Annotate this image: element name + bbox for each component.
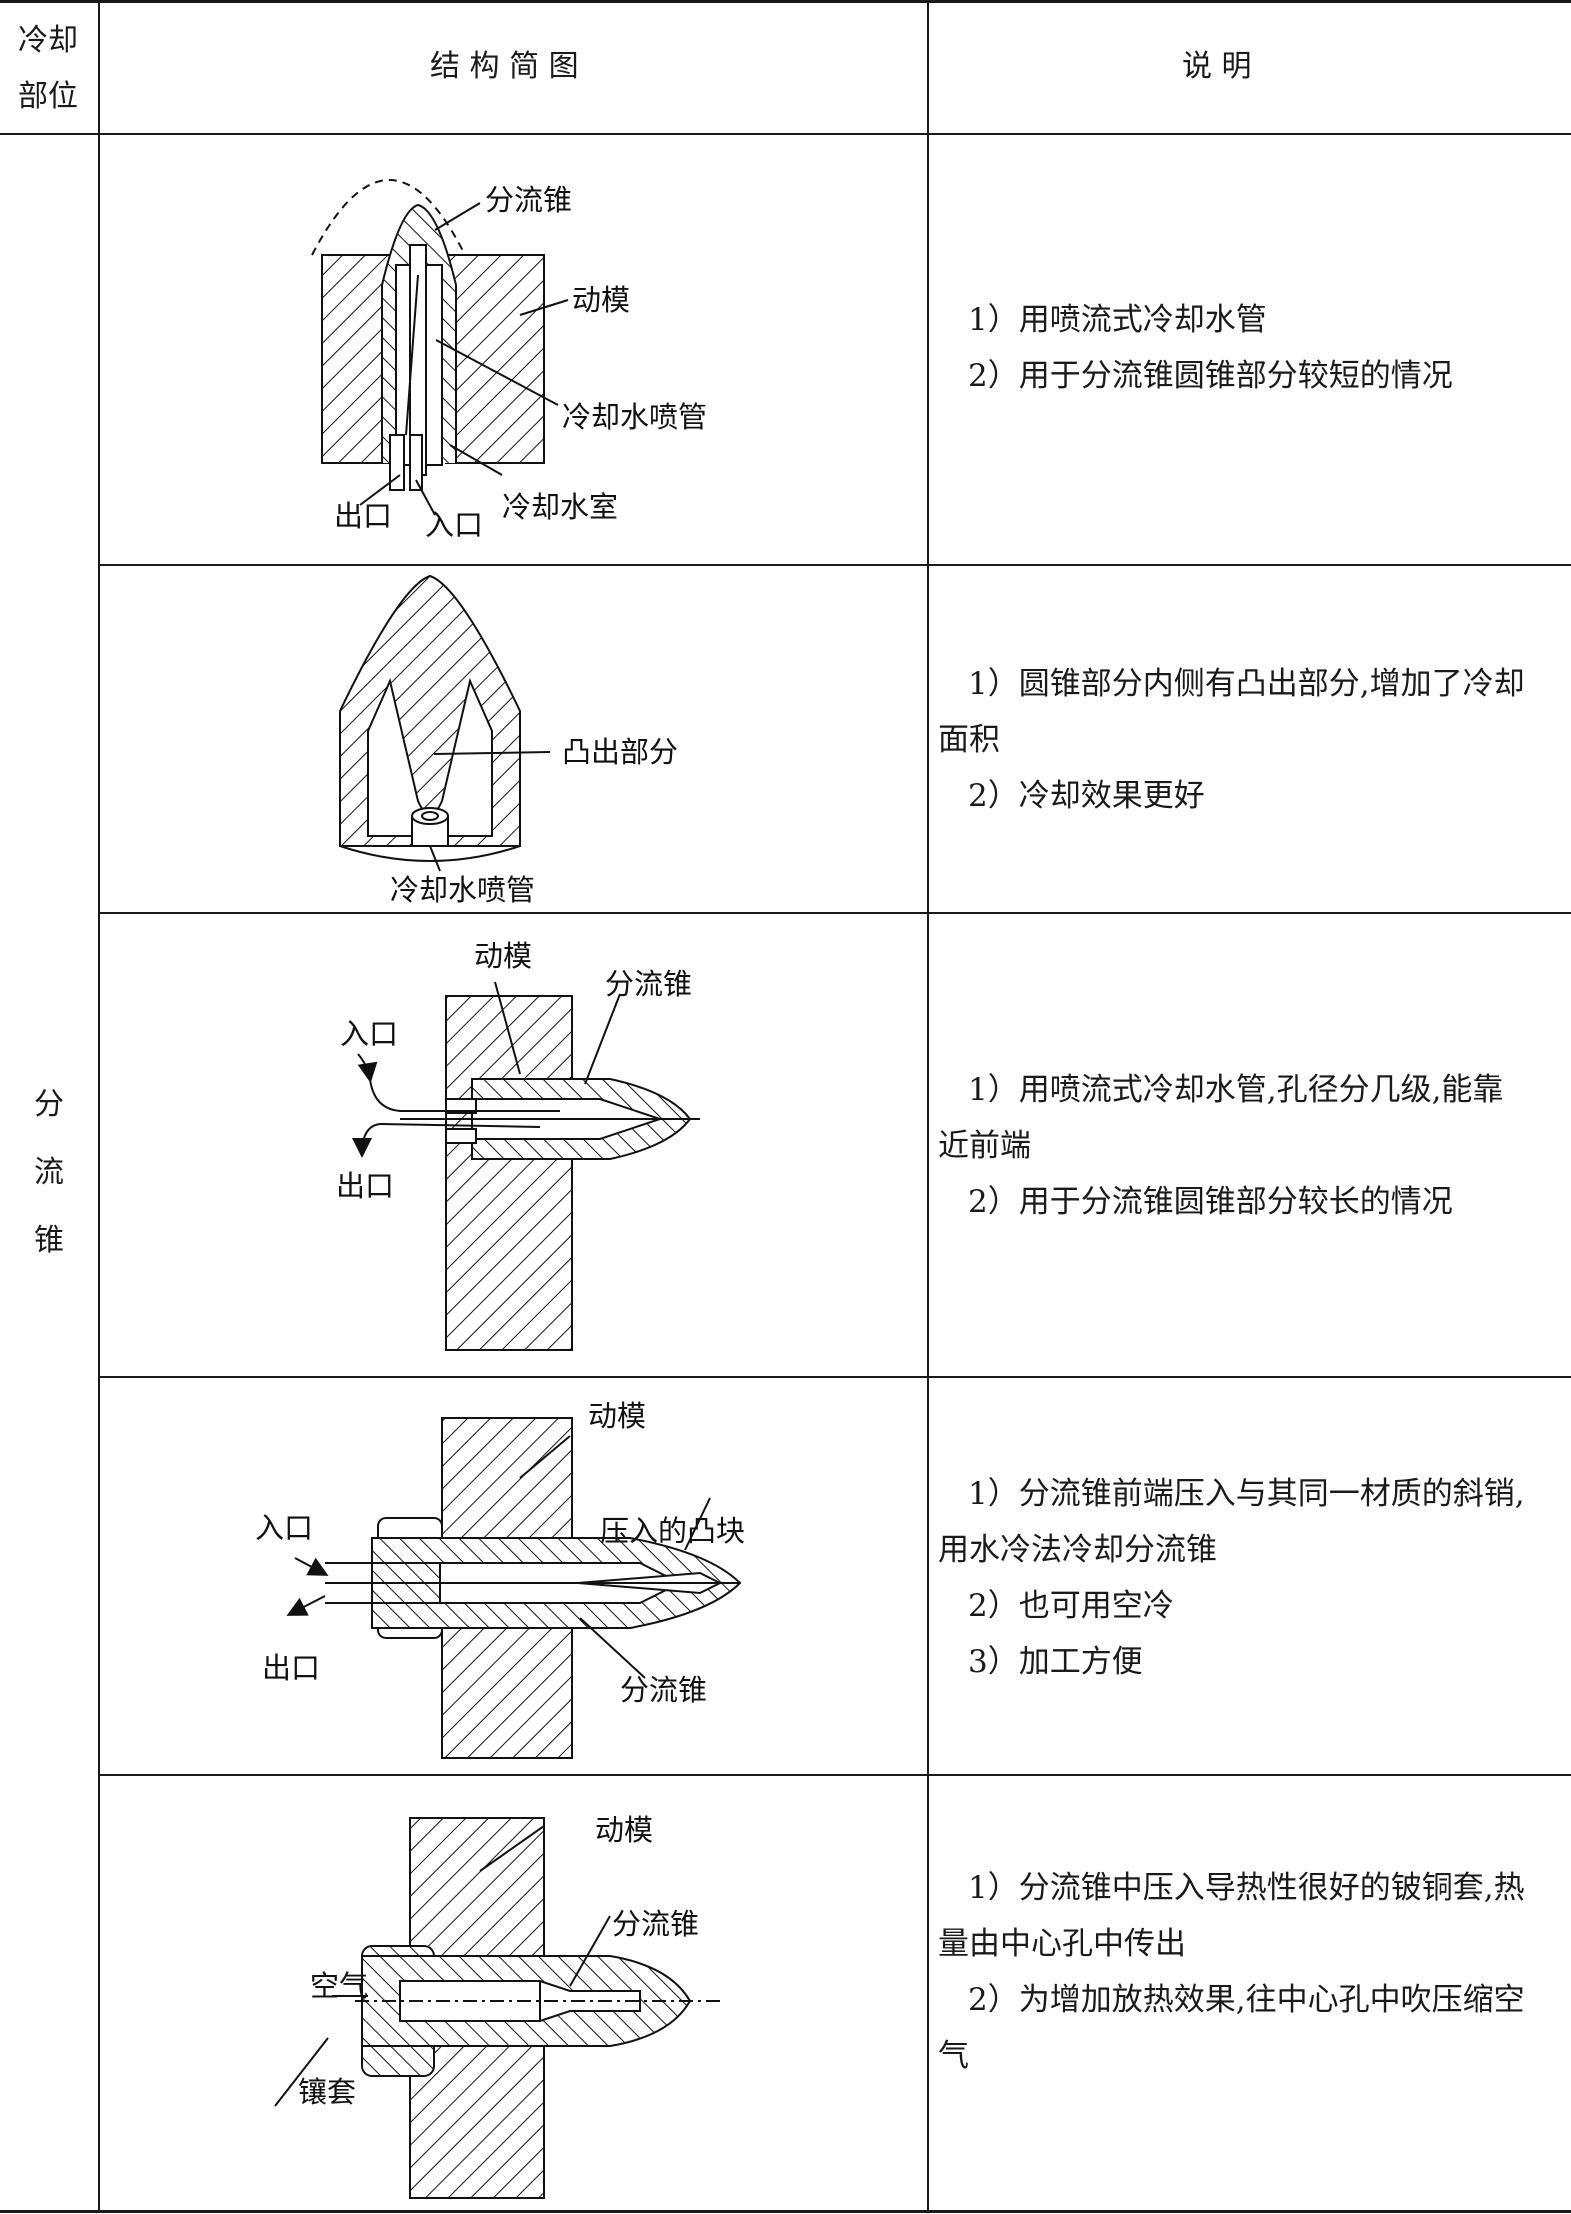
row-divider-2 (98, 912, 1571, 914)
col-divider-2 (927, 0, 929, 2213)
description-row1: 1）用喷流式冷却水管 2）用于分流锥圆锥部分较短的情况 (938, 292, 1566, 404)
description-line: 1）用喷流式冷却水管 (968, 302, 1267, 338)
description-line: 1）分流锥中压入导热性很好的铍铜套,热 (968, 1870, 1525, 1906)
label-outlet: 出口 (334, 499, 392, 533)
section-label-char3: 锥 (34, 1223, 64, 1258)
header-bottom-border (0, 133, 1571, 135)
diagram-row3: 动模 入口 分流锥 出口 (336, 939, 700, 1351)
description-line: 2）用于分流锥圆锥部分较长的情况 (968, 1184, 1453, 1220)
label-air: 空气 (310, 1969, 368, 2003)
header-cooling-part-line1: 冷却 (18, 23, 78, 58)
label-outlet: 出口 (336, 1169, 394, 1203)
table-bottom-border (0, 2210, 1571, 2213)
header-cooling-part-line2: 部位 (18, 79, 78, 114)
col-divider-1 (98, 0, 100, 2213)
label-inlet: 入口 (425, 508, 483, 542)
label-moving-mold: 动模 (588, 1399, 646, 1433)
label-cooling-spray-pipe: 冷却水喷管 (562, 400, 707, 434)
description-row2: 1）圆锥部分内侧有凸出部分,增加了冷却 面积 2）冷却效果更好 (938, 656, 1566, 824)
diagram-row4: 动模 入口 压入的凸块 出口 分流锥 (255, 1399, 745, 1759)
section-label-char2: 流 (34, 1155, 64, 1190)
row-divider-1 (98, 564, 1571, 566)
description-line: 气 (938, 2038, 969, 2074)
description-line: 面积 (938, 722, 1000, 758)
description-row3: 1）用喷流式冷却水管,孔径分几级,能靠 近前端 2）用于分流锥圆锥部分较长的情况 (938, 1062, 1566, 1230)
label-inlet: 入口 (255, 1511, 313, 1545)
label-cooling-spray-pipe: 冷却水喷管 (390, 873, 535, 907)
header-structure-diagram: 结 构 简 图 (430, 49, 579, 84)
label-protrusion: 凸出部分 (562, 735, 678, 769)
label-moving-mold: 动模 (572, 283, 630, 317)
label-diverter-cone: 分流锥 (485, 183, 572, 217)
label-diverter-cone: 分流锥 (612, 1907, 699, 1941)
label-inlet: 入口 (340, 1017, 398, 1051)
description-line: 2）为增加放热效果,往中心孔中吹压缩空 (968, 1982, 1525, 2018)
description-line: 2）用于分流锥圆锥部分较短的情况 (968, 358, 1453, 394)
description-row4: 1）分流锥前端压入与其同一材质的斜销, 用水冷法冷却分流锥 2）也可用空冷 3）… (938, 1466, 1566, 1690)
description-line: 1）圆锥部分内侧有凸出部分,增加了冷却 (968, 666, 1525, 702)
description-line: 量由中心孔中传出 (938, 1926, 1186, 1962)
diagram-row5: 动模 分流锥 空气 镶套 (274, 1813, 720, 2199)
row-divider-4 (98, 1774, 1571, 1776)
description-line: 用水冷法冷却分流锥 (938, 1532, 1217, 1568)
section-label-char1: 分 (34, 1087, 64, 1122)
description-line: 2）也可用空冷 (968, 1588, 1174, 1624)
description-row5: 1）分流锥中压入导热性很好的铍铜套,热 量由中心孔中传出 2）为增加放热效果,往… (938, 1860, 1566, 2084)
diagram-row2: 凸出部分 冷却水喷管 (339, 574, 678, 907)
label-moving-mold: 动模 (474, 939, 532, 973)
label-cooling-water-chamber: 冷却水室 (502, 490, 618, 524)
description-line: 2）冷却效果更好 (968, 778, 1205, 814)
label-pressed-block: 压入的凸块 (600, 1514, 745, 1548)
description-line: 3）加工方便 (968, 1644, 1143, 1680)
description-line: 1）分流锥前端压入与其同一材质的斜销, (968, 1476, 1525, 1512)
header-description: 说 明 (1182, 49, 1252, 84)
description-line: 1）用喷流式冷却水管,孔径分几级,能靠 (968, 1072, 1504, 1108)
diagram-row1: 分流锥 动模 冷却水喷管 出口 入口 冷却水室 (311, 179, 707, 542)
label-moving-mold: 动模 (595, 1813, 653, 1847)
description-line: 近前端 (938, 1128, 1031, 1164)
label-outlet: 出口 (262, 1651, 320, 1685)
row-divider-3 (98, 1376, 1571, 1378)
label-insert-sleeve: 镶套 (298, 2075, 356, 2109)
table-top-border (0, 0, 1571, 3)
label-diverter-cone: 分流锥 (605, 967, 692, 1001)
label-diverter-cone: 分流锥 (620, 1673, 707, 1707)
